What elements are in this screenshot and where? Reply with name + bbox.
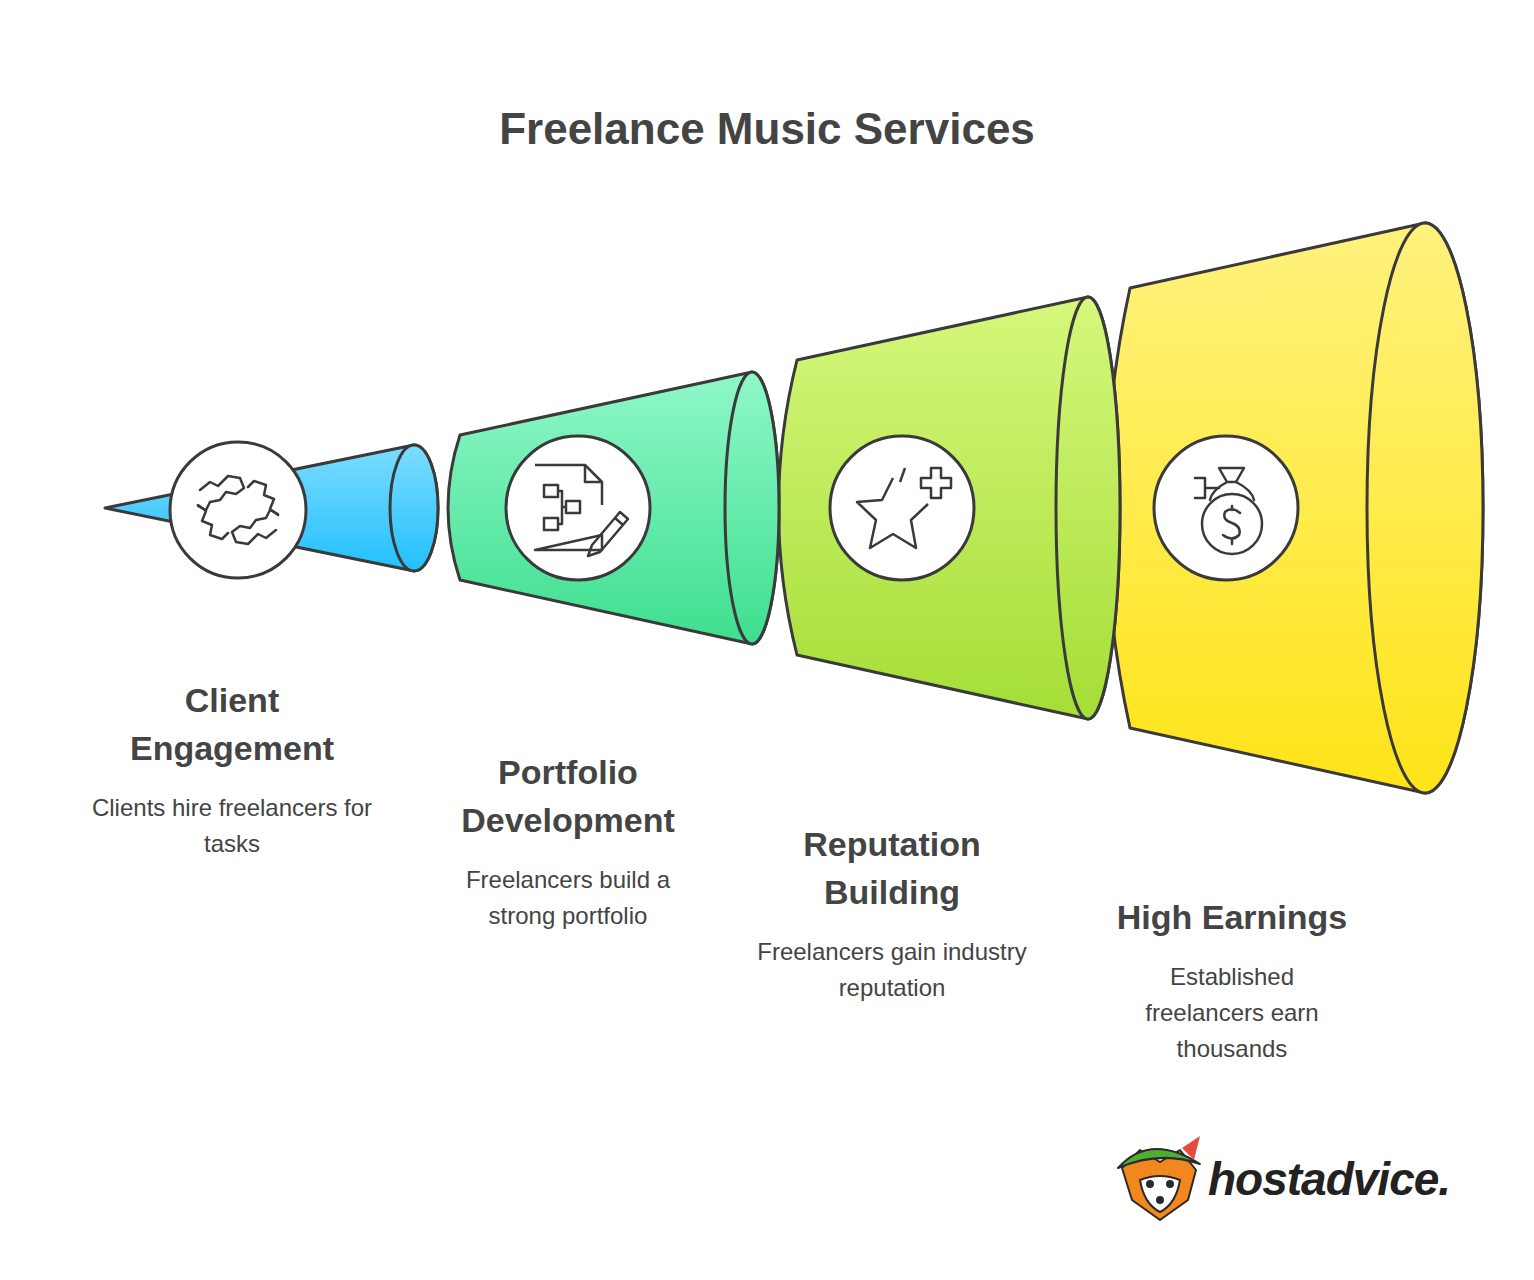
icon-circle (830, 436, 974, 580)
stage-heading: High Earnings (1082, 893, 1382, 941)
money-bag-icon (1195, 468, 1262, 554)
icon-circle (506, 436, 650, 580)
funnel-segment (1106, 223, 1483, 793)
stage-description: Clients hire freelancers for tasks (87, 790, 377, 862)
star-icon (857, 468, 951, 548)
stage-description: Freelancers build a strong portfolio (433, 862, 703, 934)
funnel-stage: Client EngagementClients hire freelancer… (87, 676, 377, 862)
funnel-stage: Reputation BuildingFreelancers gain indu… (757, 820, 1027, 1006)
funnel-stage: Portfolio DevelopmentFreelancers build a… (433, 748, 703, 934)
stage-description: Freelancers gain industry reputation (757, 934, 1027, 1006)
watermark: hostadvice. (1208, 1152, 1450, 1206)
icon-circle (170, 442, 306, 578)
funnel-face (1056, 297, 1120, 719)
stage-heading: Client Engagement (102, 676, 362, 772)
funnel-face (390, 445, 438, 571)
diagram-title: Freelance Music Services (0, 104, 1534, 154)
document-icon (535, 465, 628, 556)
funnel-face (725, 372, 779, 644)
funnel-segment (779, 297, 1121, 719)
stage-heading: Reputation Building (777, 820, 1007, 916)
funnel-stage: High EarningsEstablished freelancers ear… (1082, 893, 1382, 1067)
icon-circle (1154, 436, 1298, 580)
stage-heading: Portfolio Development (438, 748, 698, 844)
funnel-face (1367, 223, 1483, 793)
funnel-segment (448, 372, 779, 644)
stage-description: Established freelancers earn thousands (1117, 959, 1347, 1067)
handshake-icon (198, 476, 278, 544)
logo-fox (1118, 1136, 1200, 1220)
